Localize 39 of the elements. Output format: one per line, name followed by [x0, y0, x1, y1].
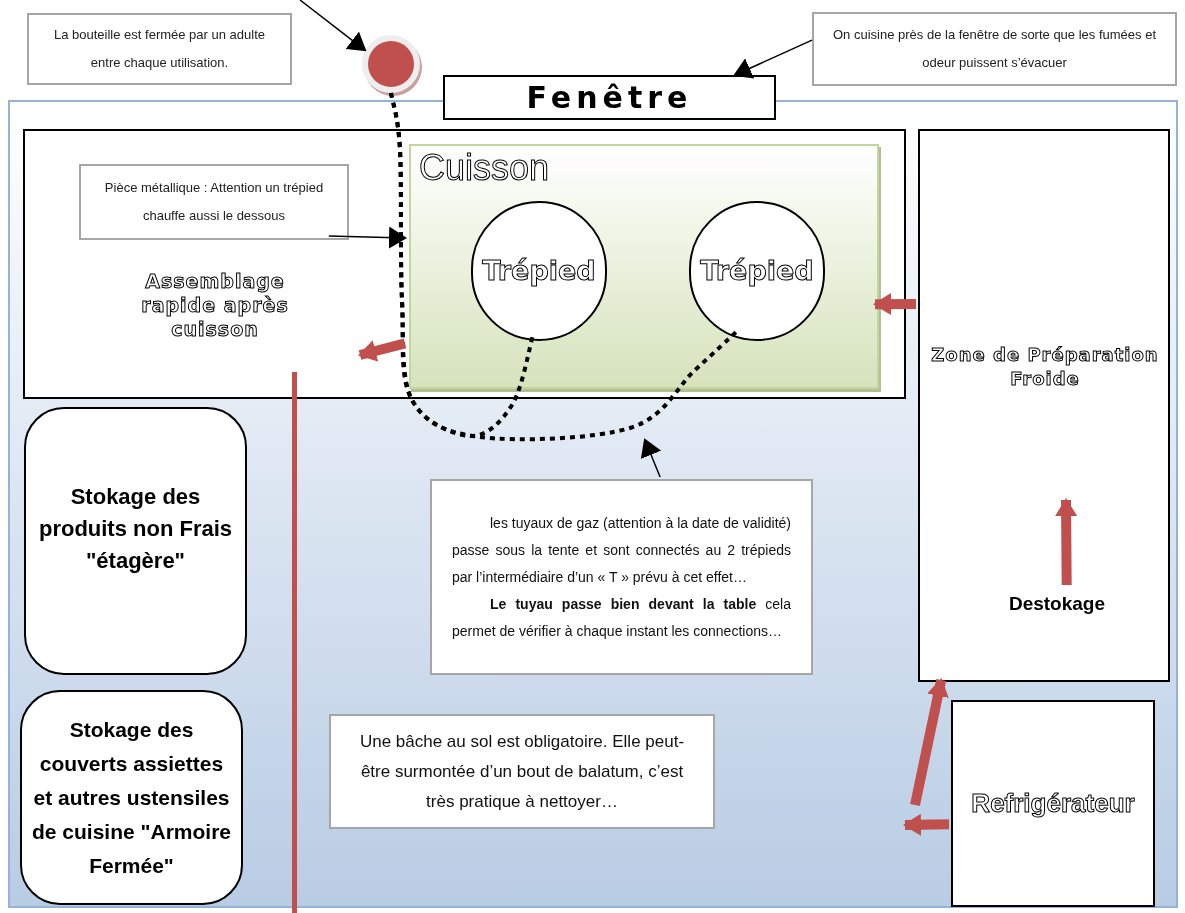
- note-box: [329, 714, 715, 829]
- storage-box: [24, 407, 247, 675]
- note-box: [27, 13, 292, 85]
- storage-box: [20, 690, 243, 905]
- prep-zone: [918, 129, 1170, 682]
- area-label: Cuisson: [419, 150, 550, 186]
- tripod-label: Trépied: [482, 253, 596, 289]
- storage-label: Stokage des produits non Frais "étagère": [37, 483, 234, 575]
- window-label: Fenêtre: [526, 82, 693, 113]
- window-box: [443, 75, 776, 120]
- note-text: Pièce métallique : Attention un trépied chauffe aussi le dessous: [103, 179, 325, 225]
- arrow: [1055, 498, 1078, 586]
- note-paragraph: Le tuyau passe bien devant la table cela permet de vérifier à chaque instant les connections…: [452, 594, 791, 641]
- gas-bottle: [362, 35, 420, 93]
- assembly-zone: [23, 129, 906, 399]
- arrow: [733, 39, 813, 79]
- note-box: [812, 12, 1177, 86]
- arrow: [873, 293, 916, 316]
- arrow: [640, 438, 662, 478]
- fridge-box: [951, 700, 1155, 907]
- zone-label: Zone de Préparation Froide: [930, 343, 1160, 391]
- arrow: [910, 678, 949, 807]
- note-text: On cuisine près de la fenêtre de sorte que les fumées et odeur puissent s’évacuer: [832, 26, 1157, 72]
- note-paragraph: les tuyaux de gaz (attention à la date de validité) passe sous la tente et sont connectés au 2 trépieds par l’intermédiaire d’un « T » prévu à cet effet…: [452, 513, 791, 587]
- arrow: [358, 338, 407, 362]
- tripod-label: Trépied: [700, 253, 814, 289]
- storage-label: Stokage des couverts assiettes et autres ustensiles de cuisine "Armoire Fermée": [31, 716, 232, 879]
- fridge-label: Refrigérateur: [971, 787, 1135, 820]
- zone-label: Assemblage rapide après cuisson: [140, 269, 290, 341]
- note-box: [430, 479, 813, 675]
- note-box: [79, 164, 349, 240]
- destocking-label: Destokage: [1008, 593, 1106, 613]
- note-text: Une bâche au sol est obligatoire. Elle peut-être surmontée d’un bout de balatum, c’est très pratique à nettoyer…: [358, 730, 686, 813]
- note-text: La bouteille est fermée par un adulte entre chaque utilisation.: [53, 26, 266, 72]
- gas-pipe: [389, 92, 739, 442]
- arrow: [903, 813, 950, 836]
- arrow: [328, 226, 407, 249]
- cooking-area: [409, 144, 879, 389]
- arrow: [299, 0, 367, 52]
